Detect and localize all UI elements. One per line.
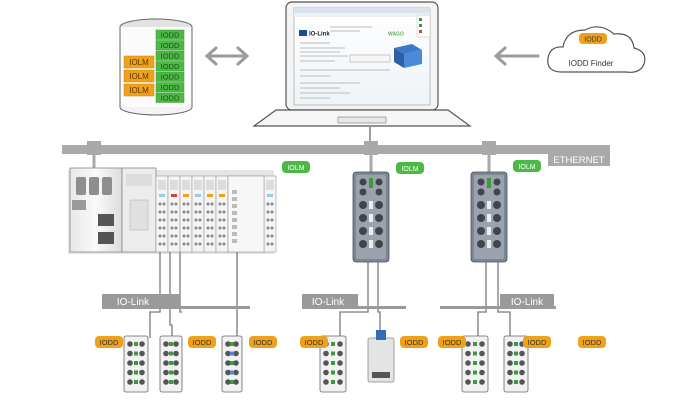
db-iodd-label: IODD (161, 72, 180, 81)
iodd-badge: IODD (523, 336, 551, 348)
db-iolm-item: IOLM (123, 55, 155, 69)
io-slice (203, 175, 217, 253)
db-iodd-label: IODD (161, 93, 180, 102)
iolink-cables (149, 252, 511, 338)
iolink-device (123, 335, 149, 393)
db-iolm-label: IOLM (129, 86, 149, 95)
db-iodd-item: IODD (155, 61, 185, 72)
iodd-badge-label: IODD (443, 338, 462, 347)
plc-end-module (227, 175, 265, 253)
database-iolm-column: IOLM IOLM IOLM (123, 55, 155, 97)
db-iodd-item: IODD (155, 29, 185, 40)
iodd-badge-label: IODD (193, 338, 212, 347)
double-arrow-icon (204, 46, 250, 66)
iodd-finder-cloud: IODD Finder (547, 26, 646, 73)
iodd-badge: IODD (400, 336, 428, 348)
iolm-badge-master-1: IOLM (396, 162, 424, 174)
iolink-device (159, 335, 183, 393)
laptop: IO-Link WAGO (252, 1, 472, 127)
iodd-badge-label: IODD (584, 37, 602, 44)
io-link-label: IO-Link (511, 297, 544, 308)
db-iodd-label: IODD (161, 41, 180, 50)
iolink-device (503, 335, 529, 393)
db-iolm-label: IOLM (129, 72, 149, 81)
plc-controller (68, 167, 277, 254)
iodd-badge: IODD (300, 336, 328, 348)
db-iolm-item: IOLM (123, 69, 155, 83)
db-iodd-item: IODD (155, 92, 185, 103)
iolm-badge-label: IOLM (518, 164, 535, 171)
iolink-logo-icon (299, 30, 307, 36)
io-slice (167, 175, 181, 253)
iolink-device (461, 335, 489, 393)
ethernet-label-bar (548, 152, 610, 166)
io-slice (155, 175, 169, 253)
iodd-badge-label: IODD (583, 338, 602, 347)
iodd-badge-label: IODD (254, 338, 273, 347)
db-iolm-label: IOLM (129, 58, 149, 67)
io-link-label: IO-Link (312, 297, 345, 308)
iolm-badge-label: IOLM (287, 165, 304, 172)
laptop-vendor-text: WAGO (388, 32, 404, 38)
iodd-badge-label: IODD (528, 338, 547, 347)
iolm-badge-label: IOLM (401, 166, 418, 173)
db-iodd-label: IODD (161, 62, 180, 71)
iodd-badge-label: IODD (405, 338, 424, 347)
iolink-master-1 (352, 171, 390, 263)
cloud-iodd-badge: IODD (579, 33, 607, 44)
iodd-badges: IODD IODD IODD IODD IODD IODD IODD IODD (95, 336, 606, 348)
device-image-icon (394, 44, 422, 68)
io-link-label: IO-Link (117, 297, 150, 308)
io-link-segment-3: IO-Link (440, 294, 556, 309)
db-iodd-item: IODD (155, 40, 185, 51)
laptop-brand-text: IO-Link (309, 32, 330, 38)
iodd-badge: IODD (188, 336, 216, 348)
io-link-segment-1: IO-Link (102, 294, 250, 309)
io-slice (179, 175, 193, 253)
db-iodd-item: IODD (155, 50, 185, 61)
iodd-badge: IODD (95, 336, 123, 348)
bus-taps (87, 141, 496, 155)
io-link-segment-2: IO-Link (302, 294, 406, 309)
db-iodd-label: IODD (161, 30, 180, 39)
db-iodd-label: IODD (161, 51, 180, 60)
io-slice (215, 175, 229, 253)
db-iodd-label: IODD (161, 83, 180, 92)
ethernet-bus (62, 145, 610, 154)
iolink-devices (123, 330, 529, 393)
iodd-badge: IODD (578, 336, 606, 348)
iolink-device (221, 335, 243, 393)
db-iodd-item: IODD (155, 71, 185, 82)
io-terminal-slices (155, 175, 277, 253)
cloud-label: IODD Finder (569, 59, 614, 68)
io-slice (191, 175, 205, 253)
iolink-device (319, 335, 347, 393)
arrow-left-icon (493, 46, 540, 66)
iodd-badge: IODD (249, 336, 277, 348)
iolm-badge-master-2: IOLM (513, 160, 541, 172)
iolink-master-2 (470, 171, 508, 263)
ethernet-label: ETHERNET (553, 155, 604, 166)
iodd-badge: IODD (438, 336, 466, 348)
iolm-badge-plc: IOLM (282, 161, 310, 173)
iolink-device (367, 330, 395, 383)
db-iodd-item: IODD (155, 82, 185, 93)
iodd-badge-label: IODD (100, 338, 119, 347)
db-iolm-item: IOLM (123, 83, 155, 97)
io-slice (263, 175, 277, 253)
iodd-badge-label: IODD (305, 338, 324, 347)
